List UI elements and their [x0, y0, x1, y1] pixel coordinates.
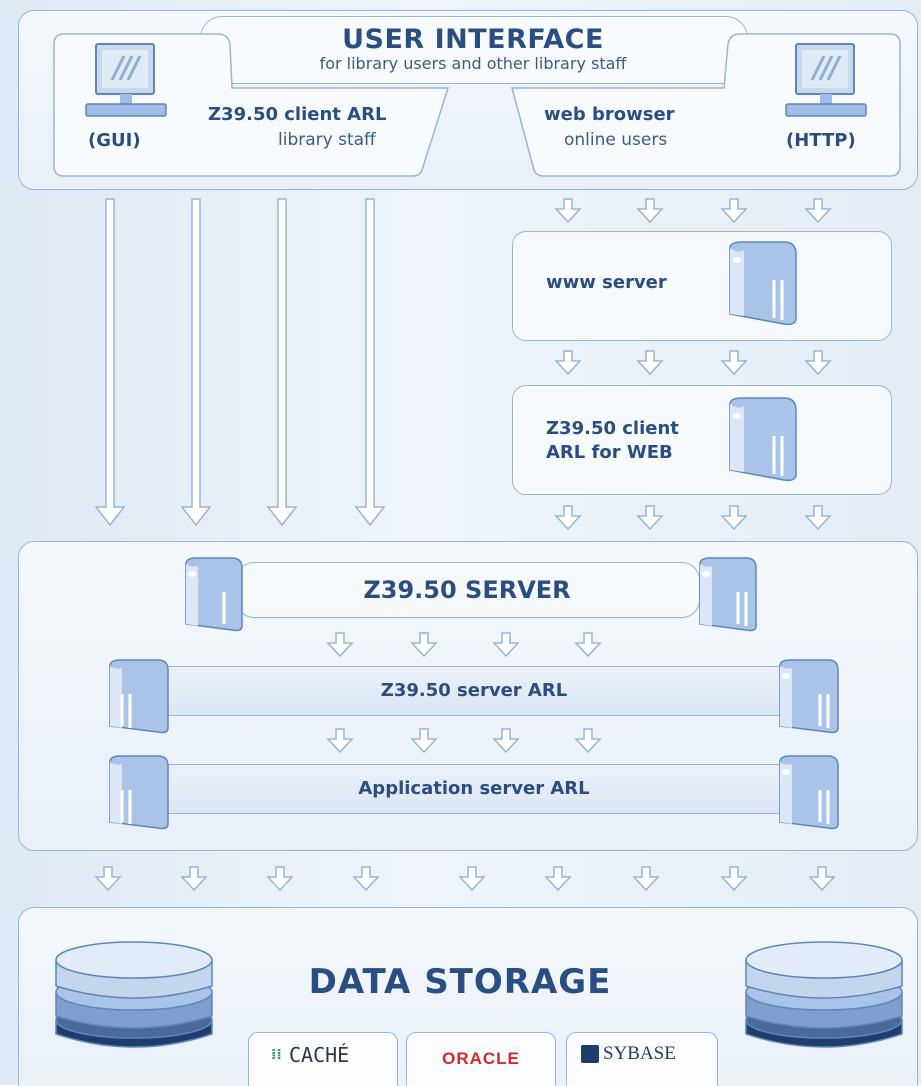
server-icon	[109, 755, 169, 830]
client-web-line2: ARL for WEB	[546, 442, 673, 463]
cache-logo-text: CACHÉ	[289, 1043, 350, 1067]
user-interface-title: USER INTERFACE	[342, 24, 604, 55]
user-interface-header	[200, 16, 748, 84]
www-server-label: www server	[546, 272, 667, 293]
app-server-label: Application server ARL	[358, 778, 590, 799]
www-server-box	[512, 231, 892, 341]
arrow-row	[554, 350, 832, 376]
sybase-logo-icon	[581, 1045, 599, 1063]
client-arl-name: Z39.50 client ARL	[208, 104, 387, 125]
user-interface-subtitle: for library users and other library staf…	[319, 54, 627, 73]
server-arl-bar	[160, 666, 790, 716]
data-storage-title: DATA STORAGE	[308, 962, 612, 1002]
arrow-row	[554, 198, 832, 224]
client-web-line1: Z39.50 client	[546, 418, 679, 439]
server-icon	[109, 659, 169, 734]
database-icon	[55, 941, 213, 1048]
arrow-row	[554, 505, 832, 531]
sybase-logo: SYBASE	[566, 1032, 718, 1086]
gui-label: (GUI)	[88, 130, 141, 151]
app-server-bar	[160, 764, 790, 814]
sybase-logo-text: SYBASE	[603, 1043, 676, 1064]
server-arl-label: Z39.50 server ARL	[380, 680, 568, 701]
http-label: (HTTP)	[786, 130, 856, 151]
server-icon	[729, 397, 797, 482]
server-icon	[699, 557, 757, 632]
computer-icon	[85, 43, 167, 117]
server-icon	[779, 659, 839, 734]
arrow-row	[326, 728, 602, 754]
web-browser-name: web browser	[544, 104, 675, 125]
direct-connection-arrows	[94, 198, 386, 527]
cache-logo-icon: ⁞⁞	[271, 1047, 282, 1063]
arrow-row	[94, 866, 836, 892]
z3950-server-bar	[236, 562, 700, 618]
server-icon	[185, 557, 243, 632]
server-icon	[779, 755, 839, 830]
computer-icon	[785, 43, 867, 117]
client-web-box	[512, 385, 892, 495]
cache-logo: ⁞⁞ CACHÉ	[248, 1032, 398, 1086]
database-icon	[745, 941, 903, 1048]
library-staff-label: library staff	[278, 130, 376, 150]
online-users-label: online users	[564, 130, 668, 150]
oracle-logo: ORACLE	[406, 1032, 556, 1086]
server-icon	[729, 241, 797, 326]
oracle-logo-text: ORACLE	[442, 1049, 520, 1068]
arrow-row	[326, 632, 602, 658]
z3950-server-title: Z39.50 SERVER	[363, 576, 571, 604]
